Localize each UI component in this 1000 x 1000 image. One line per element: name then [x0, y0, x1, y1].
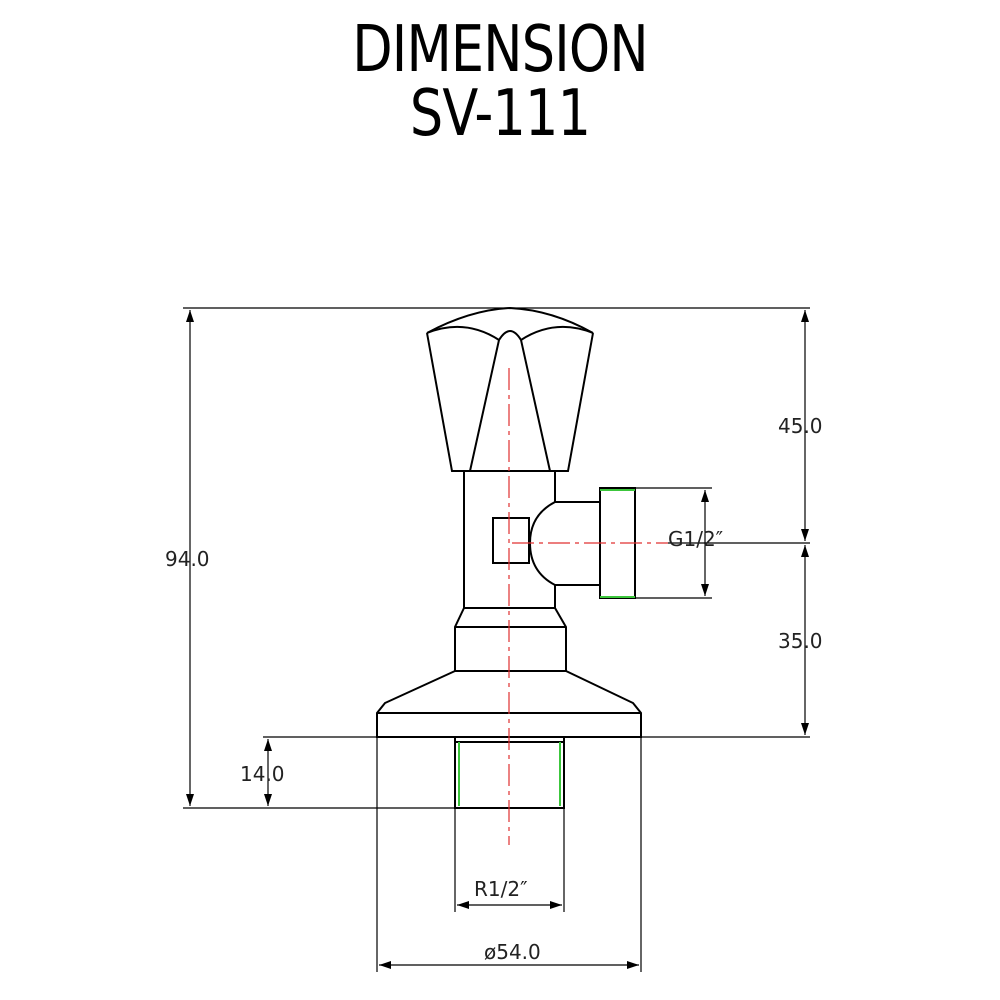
arrow-flange-left — [379, 961, 391, 969]
center-lines — [508, 368, 668, 845]
arrow-upper-top — [801, 310, 809, 322]
arrowheads — [186, 310, 809, 969]
label-thread-length: 14.0 — [240, 762, 285, 786]
dimension-lines — [183, 307, 810, 972]
arrow-inlet-left — [457, 901, 469, 909]
arrow-lower-bottom — [801, 723, 809, 735]
handle-body — [426, 332, 594, 472]
valve-neck — [454, 607, 567, 672]
title-line-1: DIMENSION — [352, 13, 648, 87]
valve-body — [463, 471, 556, 609]
label-upper-height: 45.0 — [778, 414, 823, 438]
arrow-thread-bottom — [264, 794, 272, 806]
square-stem — [492, 517, 530, 564]
thread-marks — [458, 489, 635, 806]
label-total-height: 94.0 — [165, 547, 210, 571]
handle-facet-left — [426, 325, 501, 472]
arrow-total-top — [186, 310, 194, 322]
label-lower-height: 35.0 — [778, 629, 823, 653]
arrow-upper-bottom — [801, 529, 809, 541]
handle-facet-right — [519, 325, 594, 472]
label-outlet-thread: G1/2″ — [668, 527, 723, 551]
arrow-inlet-right — [550, 901, 562, 909]
label-flange-diameter: ø54.0 — [484, 940, 541, 964]
arrow-total-bottom — [186, 794, 194, 806]
label-inlet-thread: R1/2″ — [474, 877, 528, 901]
arrow-outlet-top — [701, 490, 709, 502]
arrow-flange-right — [627, 961, 639, 969]
title-line-2: SV-111 — [409, 77, 591, 151]
page-title: DIMENSION SV-111 — [90, 18, 910, 146]
arrow-thread-top — [264, 739, 272, 751]
handle-cap — [426, 306, 594, 334]
handle-facet-mid — [498, 330, 522, 341]
arrow-lower-top — [801, 545, 809, 557]
arrow-outlet-bottom — [701, 584, 709, 596]
